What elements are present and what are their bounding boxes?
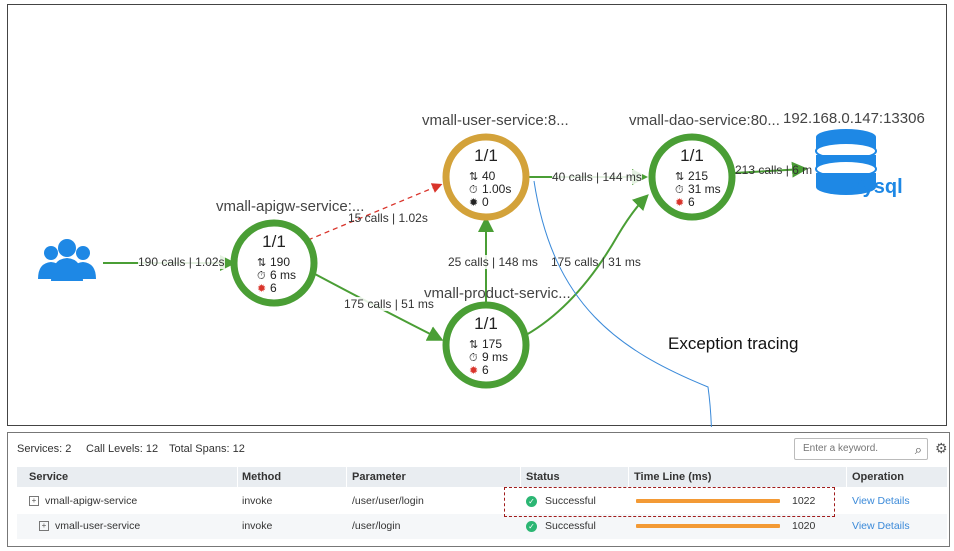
row-method: invoke: [242, 520, 273, 532]
row-timeline-bar: [636, 524, 780, 528]
trace-panel: Services: 2 Call Levels: 12 Total Spans:…: [7, 432, 950, 547]
node-errors-dao: ✹6: [675, 195, 695, 209]
timer-icon: ⏱: [257, 270, 266, 282]
view-details-link[interactable]: View Details: [852, 520, 910, 532]
calls-icon: ⇅: [675, 171, 685, 183]
node-time-apigw: ⏱6 ms: [257, 268, 297, 282]
bug-icon: ✹: [469, 197, 479, 209]
edge-label-user-dao: 40 calls | 144 ms: [552, 170, 642, 184]
node-user: [442, 133, 530, 221]
search-box: ⌕: [794, 438, 928, 460]
database-icon: [815, 129, 877, 195]
timer-icon: ⏱: [675, 184, 684, 196]
node-apigw: [230, 219, 318, 307]
row-service: vmall-user-service: [55, 520, 141, 532]
gear-icon[interactable]: ⚙: [935, 440, 948, 456]
header-status: Status: [526, 471, 560, 483]
calls-icon: ⇅: [469, 339, 479, 351]
users-icon: [38, 239, 96, 281]
calls-icon: ⇅: [469, 171, 479, 183]
highlight-box: [504, 487, 835, 517]
node-title-dao[interactable]: vmall-dao-service:80...: [629, 112, 780, 129]
node-calls-apigw: ⇅190: [257, 255, 291, 269]
summary-call-levels: Call Levels: 12: [86, 443, 159, 455]
db-label: Mysql: [846, 176, 903, 198]
row-service: vmall-apigw-service: [45, 495, 138, 507]
bug-icon: ✹: [257, 283, 267, 295]
expand-icon[interactable]: +: [29, 496, 39, 507]
timer-icon: ⏱: [469, 184, 478, 196]
node-errors-apigw: ✹6: [257, 281, 277, 295]
node-errors-product: ✹6: [469, 363, 489, 377]
node-time-dao: ⏱31 ms: [675, 182, 721, 196]
edge-label-users-apigw: 190 calls | 1.02s: [138, 255, 225, 269]
edge-label-apigw-user: 15 calls | 1.02s: [348, 211, 428, 225]
edge-dao-db: [733, 161, 808, 178]
node-calls-user: ⇅40: [469, 169, 496, 183]
node-ratio-apigw: 1/1: [262, 232, 286, 251]
node-errors-user: ✹0: [469, 195, 489, 209]
edge-product-dao: [525, 194, 649, 336]
header-timeline: Time Line (ms): [634, 471, 712, 483]
node-calls-dao: ⇅215: [675, 169, 709, 183]
row-status: Successful: [545, 495, 596, 507]
row-timeline-bar: [636, 499, 780, 503]
edge-label-product-dao: 175 calls | 31 ms: [551, 255, 641, 269]
summary-total-spans: Total Spans: 12: [169, 443, 245, 455]
calls-icon: ⇅: [257, 257, 267, 269]
header-operation: Operation: [852, 471, 904, 483]
header-method: Method: [242, 471, 282, 483]
search-input[interactable]: [801, 442, 905, 455]
table-row[interactable]: + vmall-apigw-service invoke /user/user/l…: [17, 489, 947, 514]
edge-label-apigw-product: 175 calls | 51 ms: [344, 297, 434, 311]
node-time-user: ⏱1.00s: [469, 182, 512, 196]
header-parameter: Parameter: [352, 471, 406, 483]
header-service: Service: [29, 471, 69, 483]
node-ratio-user: 1/1: [474, 146, 498, 165]
bug-icon: ✹: [675, 197, 685, 209]
success-icon: ✓: [526, 520, 537, 532]
bug-icon: ✹: [469, 365, 479, 377]
annotation-label: Exception tracing: [668, 334, 799, 353]
node-ratio-product: 1/1: [474, 314, 498, 333]
topology-panel: vmall-apigw-service:... vmall-user-servi…: [7, 4, 947, 427]
row-parameter: /user/login: [352, 520, 401, 532]
annotation-arrow: [533, 180, 712, 427]
success-icon: ✓: [526, 495, 537, 507]
expand-icon[interactable]: +: [39, 521, 49, 532]
node-product: [442, 301, 530, 389]
row-parameter: /user/user/login: [352, 495, 424, 507]
node-dao: [648, 133, 736, 221]
edge-label-dao-db: 213 calls | 6 m: [735, 163, 813, 177]
search-icon[interactable]: ⌕: [914, 442, 922, 457]
summary-services: Services: 2: [17, 443, 72, 455]
topology-graph: [38, 129, 877, 427]
row-status: Successful: [545, 520, 596, 532]
row-method: invoke: [242, 495, 273, 507]
view-details-link[interactable]: View Details: [852, 495, 910, 507]
node-title-apigw[interactable]: vmall-apigw-service:...: [216, 198, 365, 215]
node-title-user[interactable]: vmall-user-service:8...: [422, 112, 569, 129]
node-time-product: ⏱9 ms: [469, 350, 509, 364]
row-duration: 1020: [792, 520, 816, 532]
node-title-product[interactable]: vmall-product-servic...: [424, 285, 571, 302]
db-address: 192.168.0.147:13306: [783, 110, 925, 127]
table-row[interactable]: + vmall-user-service invoke /user/login ✓…: [17, 514, 947, 539]
node-ratio-dao: 1/1: [680, 146, 704, 165]
edge-label-product-user: 25 calls | 148 ms: [448, 255, 538, 269]
row-duration: 1022: [792, 495, 816, 507]
edge-apigw-user: [307, 183, 443, 241]
node-calls-product: ⇅175: [469, 337, 503, 351]
table-header: Service Method Parameter Status Time Lin…: [17, 467, 947, 487]
timer-icon: ⏱: [469, 352, 478, 364]
